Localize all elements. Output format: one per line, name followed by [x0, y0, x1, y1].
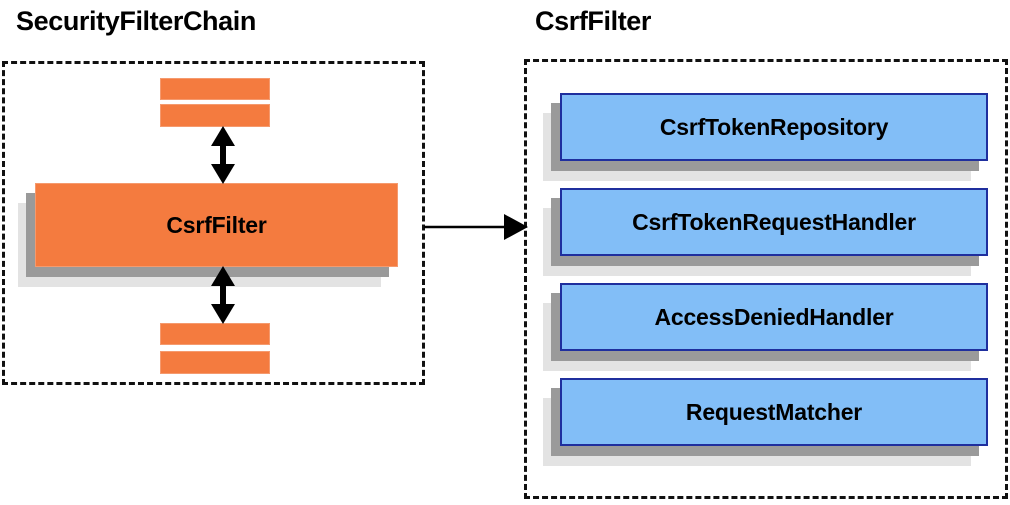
node-label: CsrfTokenRepository	[659, 113, 889, 140]
node-face: CsrfTokenRepository	[560, 93, 988, 161]
node-label: AccessDeniedHandler	[654, 303, 894, 330]
node-face: RequestMatcher	[560, 378, 988, 446]
node-request-matcher[interactable]: RequestMatcher	[543, 378, 988, 466]
panel-title-security-filter-chain: SecurityFilterChain	[16, 6, 256, 36]
csrf-filter-container	[524, 59, 1008, 499]
connector-chain-below-double-arrow	[207, 266, 239, 324]
filter-placeholder-bar-bottom-1	[160, 323, 270, 345]
node-face: AccessDeniedHandler	[560, 283, 988, 351]
connector-panel-link-arrow	[424, 214, 530, 240]
filter-placeholder-bar-top-1	[160, 78, 270, 100]
panel-title-csrf-filter: CsrfFilter	[535, 6, 652, 36]
node-label: RequestMatcher	[685, 398, 863, 425]
node-csrf-token-request-handler[interactable]: CsrfTokenRequestHandler	[543, 188, 988, 276]
node-access-denied-handler[interactable]: AccessDeniedHandler	[543, 283, 988, 371]
node-face: CsrfTokenRequestHandler	[560, 188, 988, 256]
node-csrf-token-repository[interactable]: CsrfTokenRepository	[543, 93, 988, 181]
node-label: CsrfFilter	[166, 211, 267, 238]
filter-placeholder-bar-top-2	[160, 104, 270, 127]
node-csrf-filter[interactable]: CsrfFilter	[18, 183, 398, 287]
node-label: CsrfTokenRequestHandler	[632, 208, 916, 235]
node-face: CsrfFilter	[35, 183, 398, 267]
connector-chain-above-double-arrow	[207, 126, 239, 184]
filter-placeholder-bar-bottom-2	[160, 351, 270, 374]
security-filter-chain-container	[2, 61, 425, 385]
